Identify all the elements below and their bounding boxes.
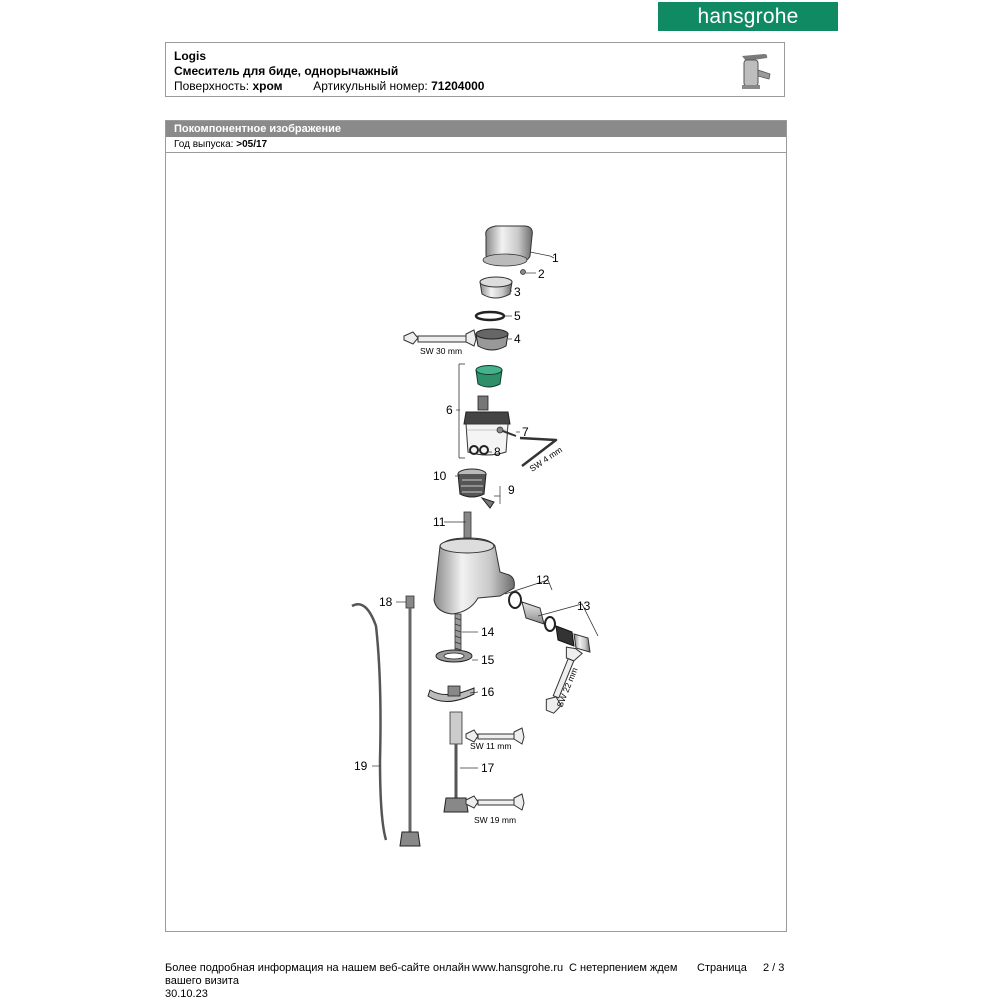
label-part-11: 11 <box>433 515 446 529</box>
part-17-hose <box>443 744 469 813</box>
wrench-sw30-icon <box>403 329 477 347</box>
part-5-o-ring <box>474 310 506 322</box>
tool-label-sw19: SW 19 mm <box>474 815 516 825</box>
product-info-box: Logis Смеситель для биде, однорычажный П… <box>165 42 785 97</box>
part-1-lever <box>482 225 533 267</box>
label-part-9: 9 <box>508 483 515 497</box>
product-description: Смеситель для биде, однорычажный <box>174 64 399 78</box>
part-16-nut <box>449 711 463 745</box>
leader-lines <box>372 251 555 769</box>
part-12-aerator <box>508 591 556 632</box>
label-part-12: 12 <box>536 573 550 587</box>
part-2-screw <box>520 269 526 275</box>
label-part-10: 10 <box>433 469 447 483</box>
footer-info-text: Более подробная информация на нашем веб-… <box>165 962 470 974</box>
part-11-body <box>433 511 515 615</box>
label-part-17: 17 <box>481 761 495 775</box>
part-9-clip <box>480 496 495 509</box>
label-part-13: 13 <box>577 599 591 613</box>
label-part-6: 6 <box>446 403 453 417</box>
footer-page-label: Страница <box>697 962 747 974</box>
part-16-bracket <box>427 685 475 702</box>
label-part-1: 1 <box>552 251 559 265</box>
tool-label-sw30: SW 30 mm <box>420 346 462 356</box>
label-part-7: 7 <box>522 425 529 439</box>
release-year-row: Год выпуска: >05/17 <box>166 137 786 153</box>
label-part-15: 15 <box>481 653 495 667</box>
part-13-outlet <box>555 625 591 653</box>
part-7-screw <box>496 426 517 437</box>
article-label: Артикульный номер: <box>313 79 428 93</box>
part-18-supply-hose <box>399 595 421 847</box>
allen-key-sw4-icon <box>519 436 558 467</box>
part-6-cartridge <box>463 365 511 456</box>
part-4-nut <box>475 328 509 351</box>
footer-website-link[interactable]: www.hansgrohe.ru <box>472 962 564 974</box>
product-attributes: Поверхность: хром Артикульный номер: 712… <box>174 79 484 93</box>
footer-visit-line-1: С нетерпением ждем <box>569 962 678 974</box>
label-part-14: 14 <box>481 625 495 639</box>
wrench-sw22-icon <box>545 646 583 714</box>
label-part-3: 3 <box>514 285 521 299</box>
year-value: >05/17 <box>236 139 268 150</box>
footer-page-number: 2 / 3 <box>763 962 785 974</box>
label-part-5: 5 <box>514 309 521 323</box>
part-15-gasket <box>435 649 473 663</box>
footer-date: 30.10.23 <box>165 988 208 1000</box>
label-part-8: 8 <box>494 445 501 459</box>
bidet-faucet-thumbnail-icon <box>742 54 771 89</box>
section-title: Покомпонентное изображение <box>166 121 786 137</box>
footer-visit-line-2: вашего визита <box>165 975 239 987</box>
product-series: Logis <box>174 49 206 63</box>
part-8-seals <box>469 445 489 455</box>
wrench-sw19-icon <box>465 793 525 811</box>
part-19-lift-rod <box>351 603 388 841</box>
surface-value: хром <box>252 79 283 93</box>
article-value: 71204000 <box>431 79 485 93</box>
label-part-19: 19 <box>354 759 368 773</box>
brand-logo: hansgrohe <box>658 2 838 31</box>
part-10-insert <box>457 468 487 498</box>
label-part-16: 16 <box>481 685 495 699</box>
year-label: Год выпуска: <box>174 139 234 150</box>
label-part-2: 2 <box>538 267 545 281</box>
part-3-cap-ring <box>479 276 513 299</box>
exploded-view-panel: Покомпонентное изображение Год выпуска: … <box>165 120 787 932</box>
label-part-4: 4 <box>514 332 521 346</box>
surface-label: Поверхность: <box>174 79 250 93</box>
tool-label-sw11: SW 11 mm <box>470 741 511 751</box>
label-part-18: 18 <box>379 595 393 609</box>
wrench-sw11-icon <box>465 727 525 745</box>
